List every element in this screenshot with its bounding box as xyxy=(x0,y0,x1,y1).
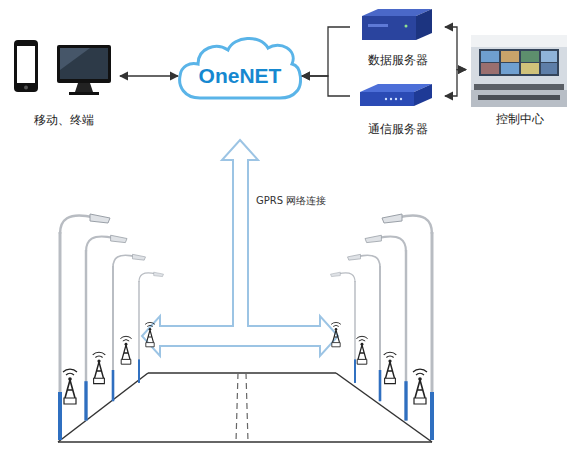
cloud-node: OneNET xyxy=(178,34,302,104)
node-label: 数据服务器 xyxy=(368,53,428,67)
cloud-label: OneNET xyxy=(199,69,282,83)
connector-arrow xyxy=(120,75,178,76)
connector-arrow xyxy=(445,70,466,96)
server-box: 通信服务器 xyxy=(350,74,445,136)
node-label: 控制中心 xyxy=(496,112,544,126)
connector-arrow xyxy=(302,27,350,76)
connection-label: GPRS 网络连接 xyxy=(256,194,326,208)
connector-arrow xyxy=(445,27,466,70)
node-label: 通信服务器 xyxy=(368,122,428,136)
cloud-shape xyxy=(180,38,301,98)
server-box: 数据服务器 xyxy=(350,5,445,67)
control-center: 控制中心 xyxy=(466,32,574,126)
connector-arrow xyxy=(302,76,350,96)
terminal-group: 移动、终端 xyxy=(8,35,120,127)
node-label: 移动、终端 xyxy=(34,113,94,127)
